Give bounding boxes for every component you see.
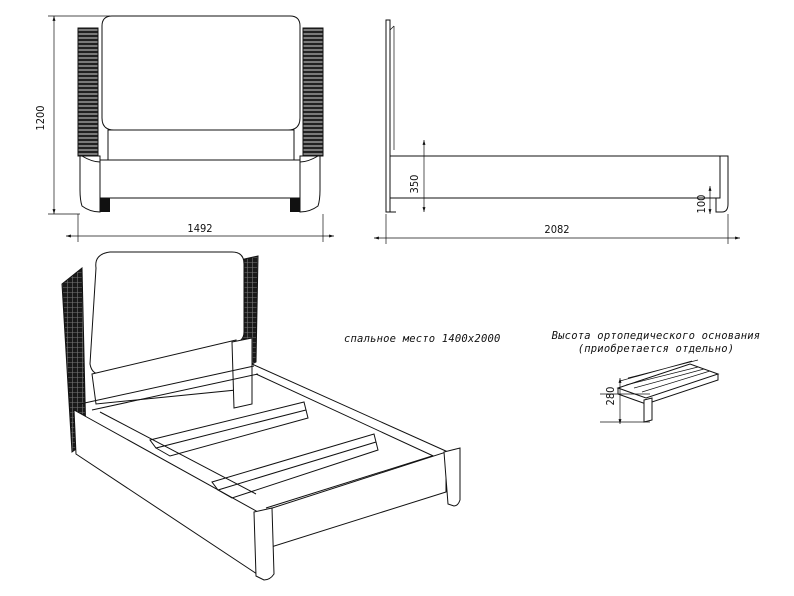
front-headboard bbox=[101, 15, 301, 131]
front-left-foot bbox=[100, 198, 110, 212]
iso-sleeping-place-note: спальное место 1400х2000 bbox=[344, 333, 501, 345]
slat-base-note-1: Высота ортопедического основания bbox=[552, 330, 761, 342]
front-height-dim: 1200 bbox=[34, 105, 47, 130]
front-left-leg bbox=[79, 155, 101, 213]
side-height-dim: 350 bbox=[408, 175, 421, 194]
front-width-dim: 1492 bbox=[187, 222, 212, 235]
front-view: 1200 1492 bbox=[34, 15, 334, 242]
front-side-rail bbox=[99, 159, 301, 199]
iso-left-rail bbox=[73, 409, 261, 577]
slat-base: Высота ортопедического основания (приобр… bbox=[552, 330, 761, 424]
iso-head-post bbox=[231, 337, 253, 409]
front-left-panel bbox=[77, 27, 99, 157]
front-back-rail bbox=[107, 129, 295, 161]
front-right-leg bbox=[299, 155, 321, 213]
side-foot-leg bbox=[715, 155, 729, 213]
iso-view: спальное место 1400х2000 bbox=[61, 251, 501, 581]
iso-foot-post-left bbox=[253, 507, 275, 581]
slat-base-leg bbox=[643, 397, 653, 423]
front-right-foot bbox=[290, 198, 300, 212]
iso-foot-post-right bbox=[443, 447, 461, 507]
side-leg-dim: 100 bbox=[695, 195, 708, 214]
front-right-panel bbox=[302, 27, 324, 157]
side-rail bbox=[389, 155, 727, 199]
side-headboard bbox=[385, 19, 391, 213]
side-view: 350 100 2082 bbox=[374, 19, 740, 244]
slat-base-note-2: (приобретается отдельно) bbox=[578, 343, 735, 355]
slat-base-height-dim: 280 bbox=[604, 387, 617, 406]
side-length-dim: 2082 bbox=[544, 223, 569, 236]
